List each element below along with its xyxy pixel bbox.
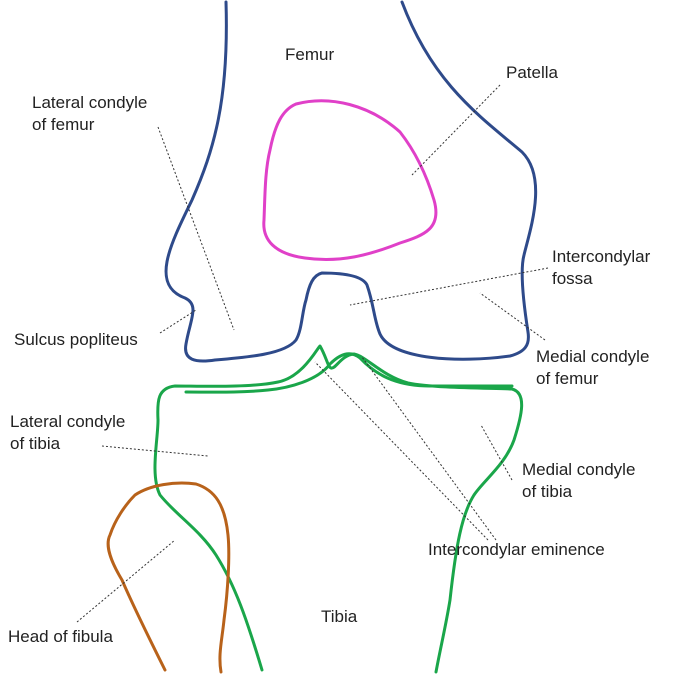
label-line: fossa (552, 269, 593, 288)
tibia-articular-line (184, 352, 514, 394)
label-intercondylar-eminence: Intercondylar eminence (428, 540, 605, 559)
label-intercondylar-fossa: Intercondylar fossa (552, 246, 650, 290)
label-line: of femur (536, 369, 599, 388)
label-line: Medial condyle (536, 347, 650, 366)
label-line: of tibia (522, 482, 573, 501)
label-line: Lateral condyle (32, 93, 148, 112)
label-medial-condyle-tibia: Medial condyle of tibia (522, 459, 635, 503)
fibula-outline (106, 481, 231, 674)
leader-head-of-fibula (76, 539, 176, 623)
leader-medial-condyle-tibia (480, 424, 513, 481)
leader-lateral-condyle-tibia (101, 445, 209, 457)
label-line: of tibia (10, 434, 61, 453)
label-medial-condyle-femur: Medial condyle of femur (536, 346, 649, 390)
label-tibia: Tibia (321, 607, 358, 626)
femur-outline (164, 0, 538, 363)
label-patella: Patella (506, 63, 558, 82)
label-line: Lateral condyle (10, 412, 126, 431)
leader-sulcus-popliteus (159, 309, 197, 334)
leader-lateral-condyle-femur (157, 126, 235, 331)
leader-intercondylar-eminence-a (314, 361, 489, 541)
leader-intercondylar-eminence-b (361, 356, 497, 541)
patella-outline (262, 99, 438, 262)
tibia-outline (153, 344, 524, 674)
leader-medial-condyle-femur (479, 292, 546, 341)
label-head-of-fibula: Head of fibula (8, 627, 113, 646)
label-line: Medial condyle (522, 460, 636, 479)
label-lateral-condyle-femur: Lateral condyle of femur (32, 92, 147, 136)
leader-patella (411, 84, 501, 176)
label-sulcus-popliteus: Sulcus popliteus (14, 330, 138, 349)
label-lateral-condyle-tibia: Lateral condyle of tibia (10, 411, 125, 455)
label-line: of femur (32, 115, 95, 134)
label-femur: Femur (285, 45, 335, 64)
leader-intercondylar-fossa (349, 267, 549, 306)
label-line: Intercondylar (552, 247, 651, 266)
